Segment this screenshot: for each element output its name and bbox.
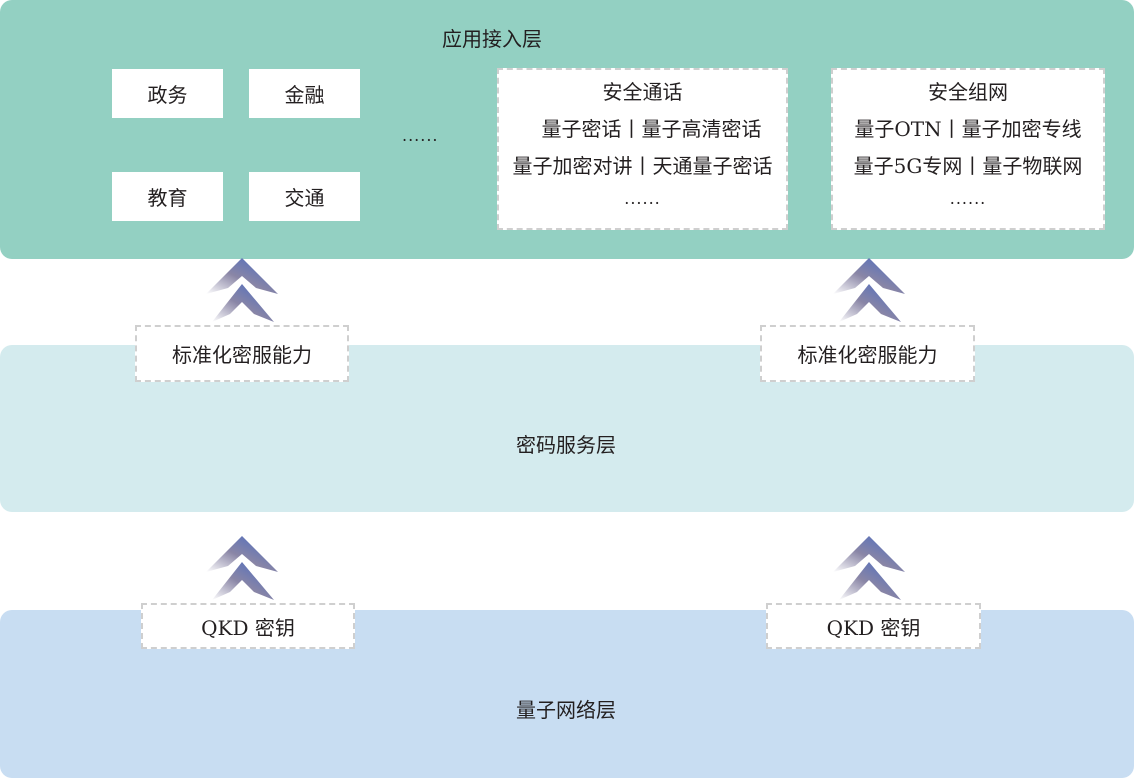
secure-network-line: 量子OTN丨量子加密专线 <box>854 117 1082 141</box>
secure-call-card: 安全通话 量子密话丨量子高清密话 量子加密对讲丨天通量子密话 ...... <box>497 68 788 230</box>
double-chevron-up-icon <box>833 258 905 322</box>
chevron-lower <box>212 284 274 322</box>
double-chevron-up-icon <box>206 258 278 322</box>
secure-network-line: 量子5G专网丨量子物联网 <box>853 154 1083 178</box>
secure-network-card: 安全组网 量子OTN丨量子加密专线 量子5G专网丨量子物联网 ...... <box>831 68 1105 230</box>
sector-box-transport: 交通 <box>249 172 360 221</box>
sector-box-education: 教育 <box>112 172 223 221</box>
standardized-crypto-capability-label: 标准化密服能力 <box>135 325 349 382</box>
secure-call-line: 量子密话丨量子高清密话 <box>541 117 762 141</box>
chevron-lower <box>839 562 901 600</box>
standardized-crypto-capability-label: 标准化密服能力 <box>760 325 975 382</box>
qkd-key-label: QKD 密钥 <box>766 603 981 649</box>
crypto-service-layer-title: 密码服务层 <box>516 433 616 457</box>
secure-network-title: 安全组网 <box>928 80 1008 104</box>
chevron-upper <box>833 536 905 572</box>
secure-call-ellipsis: ...... <box>624 189 661 208</box>
sector-box-government: 政务 <box>112 69 223 118</box>
secure-network-ellipsis: ...... <box>949 189 987 208</box>
secure-call-line: 量子加密对讲丨天通量子密话 <box>512 154 773 178</box>
chevron-lower <box>839 284 901 322</box>
quantum-network-layer-title: 量子网络层 <box>516 698 616 722</box>
application-layer-title: 应用接入层 <box>442 27 542 51</box>
chevron-lower <box>212 562 274 600</box>
double-chevron-up-icon <box>206 536 278 600</box>
sectors-ellipsis: ...... <box>402 126 439 145</box>
application-layer: 应用接入层 政务 金融 教育 交通 ...... 安全通话 量子密话丨量子高清密… <box>0 0 1134 259</box>
chevron-upper <box>206 258 278 294</box>
qkd-key-label: QKD 密钥 <box>141 603 355 649</box>
secure-call-title: 安全通话 <box>602 80 683 104</box>
chevron-upper <box>206 536 278 572</box>
double-chevron-up-icon <box>833 536 905 600</box>
chevron-upper <box>833 258 905 294</box>
sector-box-finance: 金融 <box>249 69 360 118</box>
